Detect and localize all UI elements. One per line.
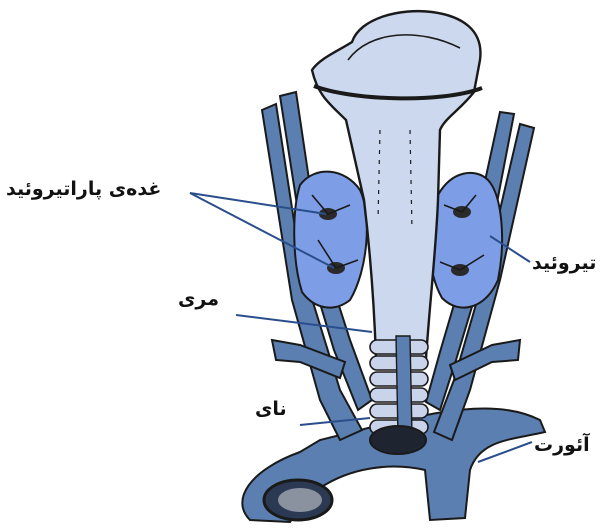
label-trachea: نای (255, 398, 287, 420)
label-aorta: آئورت (534, 434, 590, 456)
trachea-opening (370, 426, 426, 454)
label-esophagus: مری (178, 288, 219, 310)
thyroid-right-lobe (429, 173, 502, 308)
label-thyroid: تیروئید (532, 252, 596, 274)
esophagus (396, 336, 412, 436)
label-parathyroid: غده‌ی پاراتیروئید (6, 178, 161, 200)
thyroid-left-lobe (294, 172, 367, 308)
